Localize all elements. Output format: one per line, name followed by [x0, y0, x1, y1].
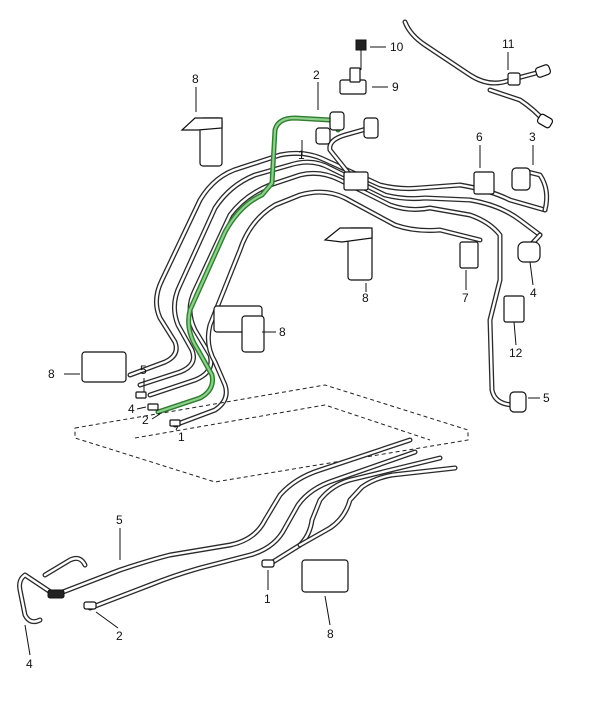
callout-4[interactable]: 4	[128, 402, 135, 416]
callout-8[interactable]: 8	[192, 72, 199, 86]
dashed-region-outline	[74, 384, 469, 483]
callout-8[interactable]: 8	[279, 325, 286, 339]
leader-lines	[24, 46, 540, 656]
callout-5[interactable]: 5	[543, 391, 550, 405]
callout-8[interactable]: 8	[48, 367, 55, 381]
callout-3[interactable]: 3	[529, 130, 536, 144]
callout-1[interactable]: 1	[298, 148, 305, 162]
callout-9[interactable]: 9	[392, 80, 399, 94]
callout-labels: 10 11 2 9 8 1 6 3 8 7 4 8 12 8 5 4 2 1 5…	[26, 37, 550, 671]
callout-5[interactable]: 5	[116, 513, 123, 527]
callout-4[interactable]: 4	[530, 286, 537, 300]
callout-11[interactable]: 11	[502, 37, 515, 51]
callout-8[interactable]: 8	[327, 627, 334, 641]
fittings-and-clips	[81, 39, 541, 593]
callout-1[interactable]: 1	[264, 592, 271, 606]
lower-pipe-bundle	[17, 437, 458, 625]
flex-hose-11	[402, 19, 554, 129]
callout-1[interactable]: 1	[178, 430, 185, 444]
callout-2[interactable]: 2	[142, 413, 149, 427]
callout-2[interactable]: 2	[313, 68, 320, 82]
callout-12[interactable]: 12	[509, 346, 523, 360]
callout-5[interactable]: 5	[140, 363, 147, 377]
callout-7[interactable]: 7	[462, 291, 469, 305]
callout-8[interactable]: 8	[362, 291, 369, 305]
callout-6[interactable]: 6	[476, 130, 483, 144]
callout-2[interactable]: 2	[116, 629, 123, 643]
callout-10[interactable]: 10	[390, 40, 404, 54]
callout-4[interactable]: 4	[26, 657, 33, 671]
